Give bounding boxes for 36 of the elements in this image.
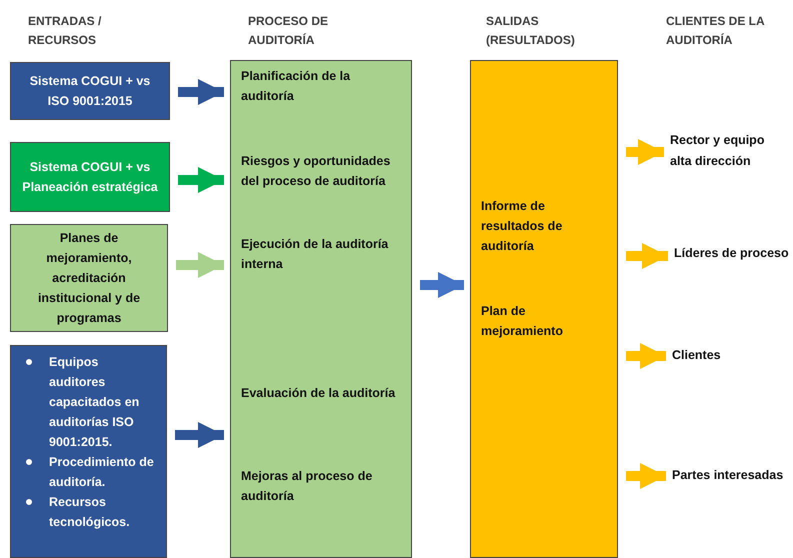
bullet-item: Procedimiento de auditoría.: [49, 455, 154, 489]
step-text: Planificación de la auditoría: [241, 68, 352, 105]
client-label: Líderes de proceso: [674, 245, 790, 262]
block-arrow: [626, 243, 668, 269]
step-text: Evaluación de la auditoría: [241, 385, 396, 402]
box-text: Planes de mejoramiento, acreditación institucional y de programas: [36, 230, 142, 327]
box-text: Sistema COGUI + vs ISO 9001:2015: [28, 73, 152, 110]
bullet-item: Recursos tecnológicos.: [49, 495, 130, 529]
client-label: Clientes: [672, 347, 722, 364]
process-panel: [230, 60, 412, 558]
block-arrow: [178, 167, 224, 193]
block-arrow: [626, 463, 666, 489]
column-heading: CLIENTES DE LA AUDITORÍA: [666, 13, 766, 49]
step-text: Ejecución de la auditoría interna: [241, 236, 390, 273]
column-heading: ENTRADAS / RECURSOS: [28, 13, 102, 49]
step-text: Riesgos y oportunidades del proceso de auditoría: [241, 153, 392, 190]
column-heading: SALIDAS (RESULTADOS): [486, 13, 576, 49]
box-text: Sistema COGUI + vs Planeación estratégica: [21, 159, 159, 196]
step-text: Plan de mejoramiento: [481, 303, 564, 340]
column-heading: PROCESO DE AUDITORÍA: [248, 13, 330, 49]
block-arrow: [626, 139, 664, 165]
block-arrow: [626, 343, 666, 369]
client-label: Rector y equipo alta dirección: [670, 132, 766, 170]
client-label: Partes interesadas: [672, 467, 784, 484]
input-box: [10, 142, 170, 212]
input-box: [10, 224, 168, 332]
block-arrow: [175, 422, 224, 448]
bullet-item: Equipos auditores capacitados en auditorías ISO 9001:2015.: [49, 355, 140, 449]
step-text: Mejoras al proceso de auditoría: [241, 468, 374, 505]
step-text: Informe de resultados de auditoría: [481, 198, 564, 255]
block-arrow: [420, 272, 464, 298]
block-arrow: [178, 79, 224, 105]
output-panel: [470, 60, 618, 558]
block-arrow: [176, 252, 224, 278]
input-box: [10, 345, 167, 558]
input-box: [10, 62, 170, 120]
